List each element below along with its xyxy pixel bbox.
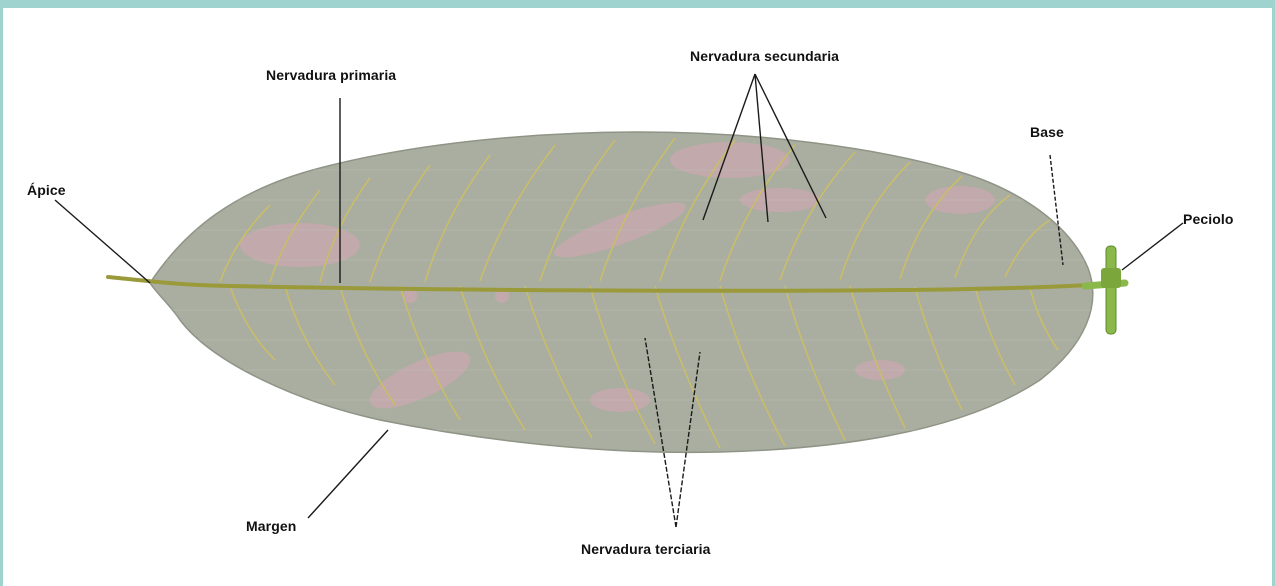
label-nervadura-secundaria: Nervadura secundaria: [690, 48, 839, 64]
label-nervadura-primaria: Nervadura primaria: [266, 67, 396, 83]
margen-leader: [308, 430, 388, 518]
label-margen: Margen: [246, 518, 296, 534]
label-base: Base: [1030, 124, 1064, 140]
label-apice: Ápice: [27, 182, 66, 198]
label-peciolo: Peciolo: [1183, 211, 1234, 227]
peciolo-leader: [1122, 223, 1183, 270]
label-nervadura-terciaria: Nervadura terciaria: [581, 541, 711, 557]
apice-leader: [55, 200, 150, 283]
